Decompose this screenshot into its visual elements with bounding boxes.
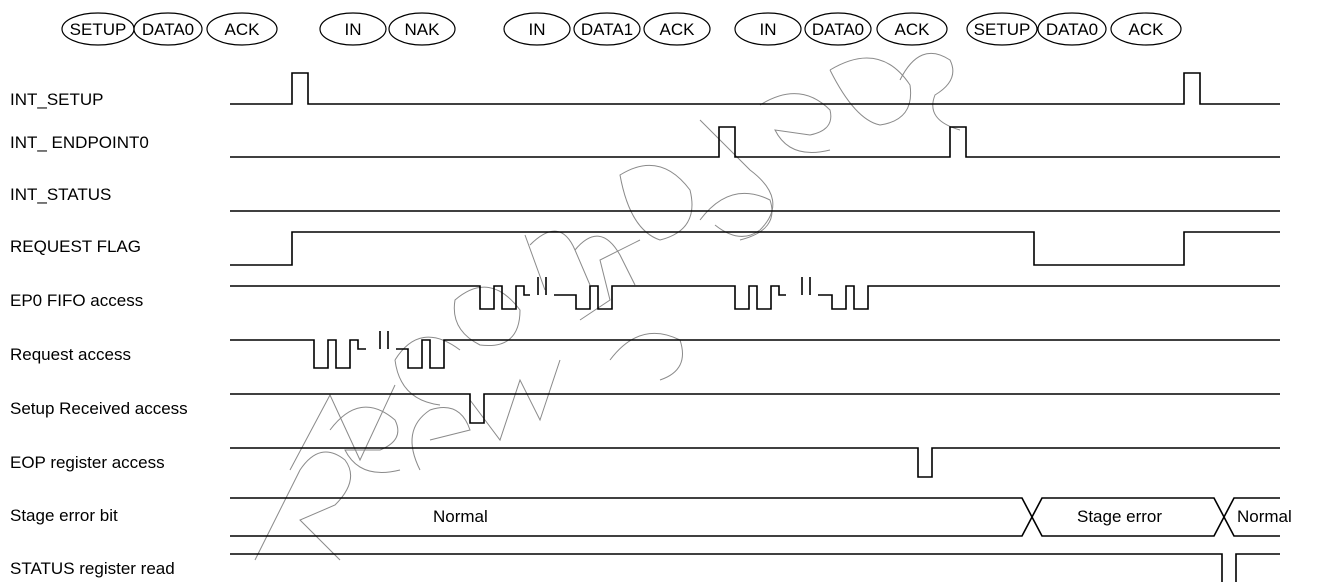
waveform-int-endpoint0: [230, 126, 1280, 158]
stage-state-error: Stage error: [1077, 507, 1162, 526]
waveform-stage-error-bit: [230, 497, 1280, 537]
signal-label-request-flag: REQUEST FLAG: [10, 237, 141, 256]
watermark-glyph: [699, 119, 774, 237]
packet-label: ACK: [895, 20, 931, 39]
watermark-glyph: [899, 52, 961, 131]
packet-ellipse: [503, 12, 571, 46]
watermark-glyph: [329, 406, 401, 473]
packet-ellipse: [643, 12, 711, 46]
watermark-glyph: [759, 93, 832, 153]
packet-ellipse: [388, 12, 456, 46]
waveforms: [230, 72, 1280, 582]
watermark-glyph: [394, 336, 461, 406]
packet-ellipse: [133, 12, 203, 46]
packet-ellipse: [876, 12, 948, 46]
packet-label: IN: [760, 20, 777, 39]
stage-state-normal: Normal: [433, 507, 488, 526]
signal-label-status-read: STATUS register read: [10, 559, 175, 578]
packet-ellipse: [319, 12, 387, 46]
waveform-eop-register-access: [230, 447, 1280, 478]
watermark-glyph: [289, 384, 396, 471]
watermark-glyph: [254, 451, 352, 561]
packet-label: ACK: [660, 20, 696, 39]
signal-label-ep0-fifo-access: EP0 FIFO access: [10, 291, 143, 310]
watermark-glyph: [453, 286, 521, 347]
watermark-glyph: [619, 164, 693, 241]
watermark-glyph: [411, 407, 471, 471]
packet-label: ACK: [225, 20, 261, 39]
packet-label: DATA0: [142, 20, 194, 39]
signal-label-int-status: INT_STATUS: [10, 185, 111, 204]
waveform-request-access: [396, 339, 1280, 369]
packet-label: NAK: [405, 20, 441, 39]
packet-ellipse: [1110, 12, 1182, 46]
packet-ellipse: [734, 12, 802, 46]
stage-state-normal-2: Normal: [1237, 507, 1292, 526]
watermark-glyph: [524, 230, 636, 291]
packet-label: SETUP: [974, 20, 1031, 39]
waveform-setup-received-access: [230, 393, 1280, 424]
waveform-stage-error-bit: [230, 497, 1280, 537]
signal-label-int-setup: INT_SETUP: [10, 90, 104, 109]
signal-labels: INT_SETUP INT_ ENDPOINT0 INT_STATUS REQU…: [10, 90, 188, 578]
watermark-glyph: [699, 192, 773, 241]
packet-label: IN: [529, 20, 546, 39]
packet-label: DATA0: [812, 20, 864, 39]
waveform-status-register-read: [1235, 553, 1280, 582]
packet-label: DATA1: [581, 20, 633, 39]
signal-label-eop-register: EOP register access: [10, 453, 165, 472]
signal-label-setup-received: Setup Received access: [10, 399, 188, 418]
waveform-status-register-read: [230, 553, 1223, 582]
signal-label-stage-error-bit: Stage error bit: [10, 506, 118, 525]
waveform-int-setup: [230, 72, 1280, 105]
packet-ellipse: [573, 12, 641, 46]
watermark-glyph: [469, 359, 561, 442]
packet-ellipse: [966, 12, 1038, 46]
waveform-request-access: [230, 339, 366, 369]
watermark-glyph: [829, 57, 912, 126]
packet-label: IN: [345, 20, 362, 39]
watermark-glyph: [579, 239, 641, 321]
waveform-ep0-fifo-access: [818, 285, 1280, 310]
packet-row: [61, 12, 1182, 46]
waveform-request-flag: [230, 231, 1280, 266]
stage-error-annotations: Normal Stage error Normal: [433, 507, 1292, 526]
packet-label: DATA0: [1046, 20, 1098, 39]
packet-ellipse: [804, 12, 872, 46]
signal-label-int-endpoint0: INT_ ENDPOINT0: [10, 133, 149, 152]
waveform-ep0-fifo-access: [554, 285, 786, 310]
packet-ellipse: [1037, 12, 1107, 46]
signal-label-request-access: Request access: [10, 345, 131, 364]
waveform-ep0-fifo-access: [230, 285, 530, 310]
packet-label: ACK: [1129, 20, 1165, 39]
packet-ellipse: [206, 12, 278, 46]
packet-labels: SETUP DATA0 ACK IN NAK IN DATA1 ACK IN D…: [70, 20, 1164, 39]
packet-label: SETUP: [70, 20, 127, 39]
